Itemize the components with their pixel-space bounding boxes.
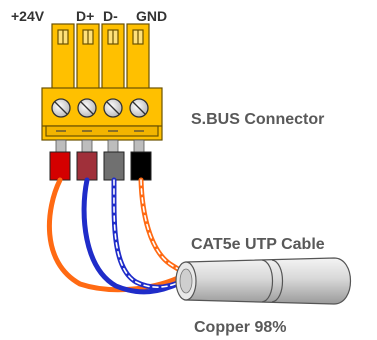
wire-blue-solid [81,177,183,295]
screw-icon [103,98,123,118]
copper-label: Copper 98% [194,319,286,336]
screw-icon [129,98,149,118]
ferrule-black [130,151,152,181]
terminal-screws [51,98,149,118]
utp-cable [175,257,352,305]
pin-label-gnd: GND [136,8,167,24]
screw-icon [51,98,71,118]
connector-plug-fingers [51,23,150,91]
pin-label-dminus: D- [103,8,118,24]
ferrule-maroon [76,151,98,181]
wire-ferrules [49,151,152,181]
cable-label: CAT5e UTP Cable [191,236,325,253]
pin-label-24v: +24V [11,8,45,24]
connector-label: S.BUS Connector [191,111,324,128]
metal-pins [55,139,145,153]
pin-label-dplus: D+ [76,8,94,24]
wires [46,177,186,295]
ferrule-red [49,151,71,181]
ferrule-gray [103,151,125,181]
screw-icon [77,98,97,118]
